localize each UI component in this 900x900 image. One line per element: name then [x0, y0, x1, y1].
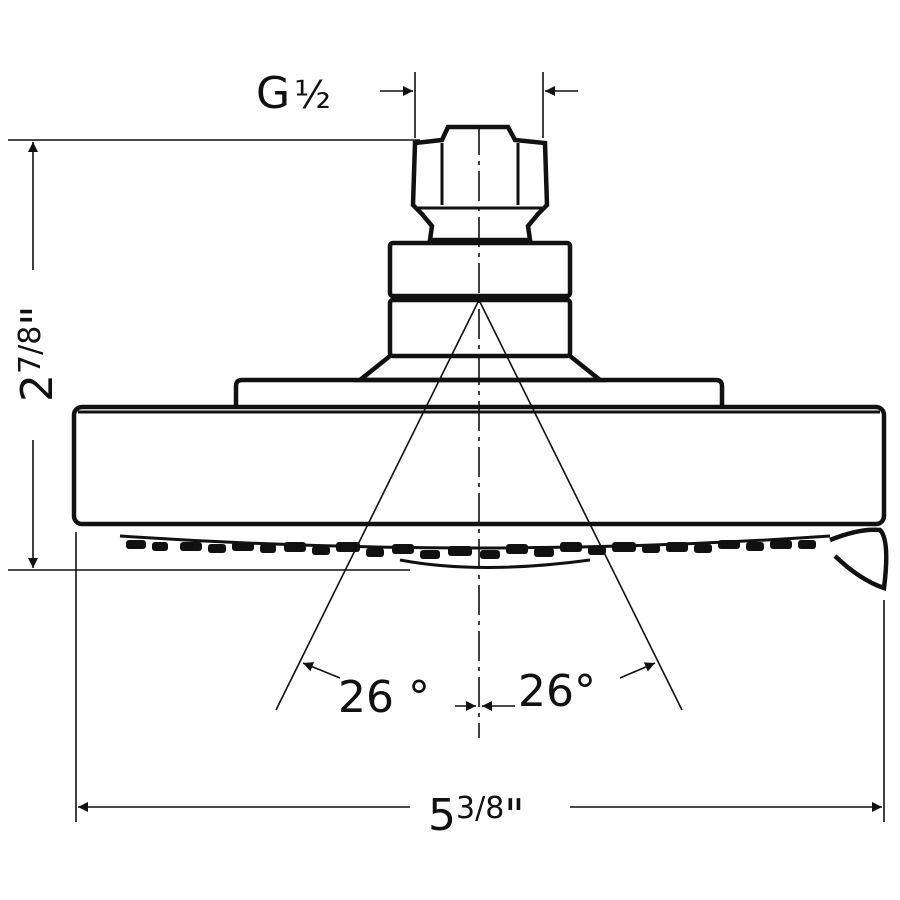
width-label: 53/8": [428, 790, 525, 841]
spray-angle-line-left: [275, 299, 480, 711]
connector-nut: [410, 124, 550, 243]
angle-label-left: 26 °: [338, 672, 430, 723]
shoulder-taper: [353, 354, 607, 383]
angle-label-right: 26°: [518, 666, 596, 717]
construction-lines: [8, 72, 885, 822]
shower-head: [71, 124, 889, 592]
angle-dimension: 26 ° 26°: [302, 662, 656, 723]
height-label: 27/8": [12, 305, 63, 402]
spray-face-center: [399, 558, 591, 569]
neck-collar-lower: [387, 297, 573, 359]
neck-collar-upper: [387, 240, 573, 299]
width-dimension: 53/8": [78, 790, 882, 841]
spray-angle-line-right: [478, 299, 683, 711]
spray-lever: [829, 527, 889, 592]
height-dimension: 27/8": [12, 142, 63, 568]
spray-face-outline: [119, 534, 831, 550]
